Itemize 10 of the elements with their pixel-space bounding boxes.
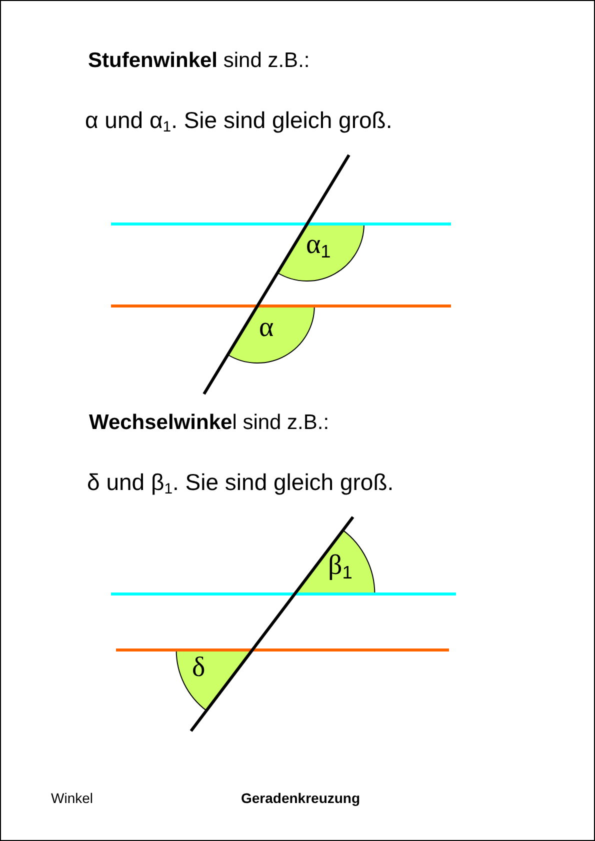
angle-label: β$_{1}$ — [328, 550, 352, 584]
heading-text: Stufenwinkel sind z.B.: — [88, 49, 310, 74]
angle-label: δ — [192, 652, 206, 684]
sentence-text: δ und β$_{1}$. Sie sind gleich groß. — [87, 469, 394, 498]
sentence-text: α und α$_{1}$. Sie sind gleich groß. — [85, 107, 392, 136]
heading-text: Wechselwinkel sind z.B.: — [89, 411, 330, 436]
footer-text: Geradenkreuzung — [241, 790, 360, 806]
angle-label: α$_{1}$ — [306, 229, 331, 262]
footer-text: Winkel — [51, 790, 94, 806]
angle-label: α — [259, 312, 274, 344]
